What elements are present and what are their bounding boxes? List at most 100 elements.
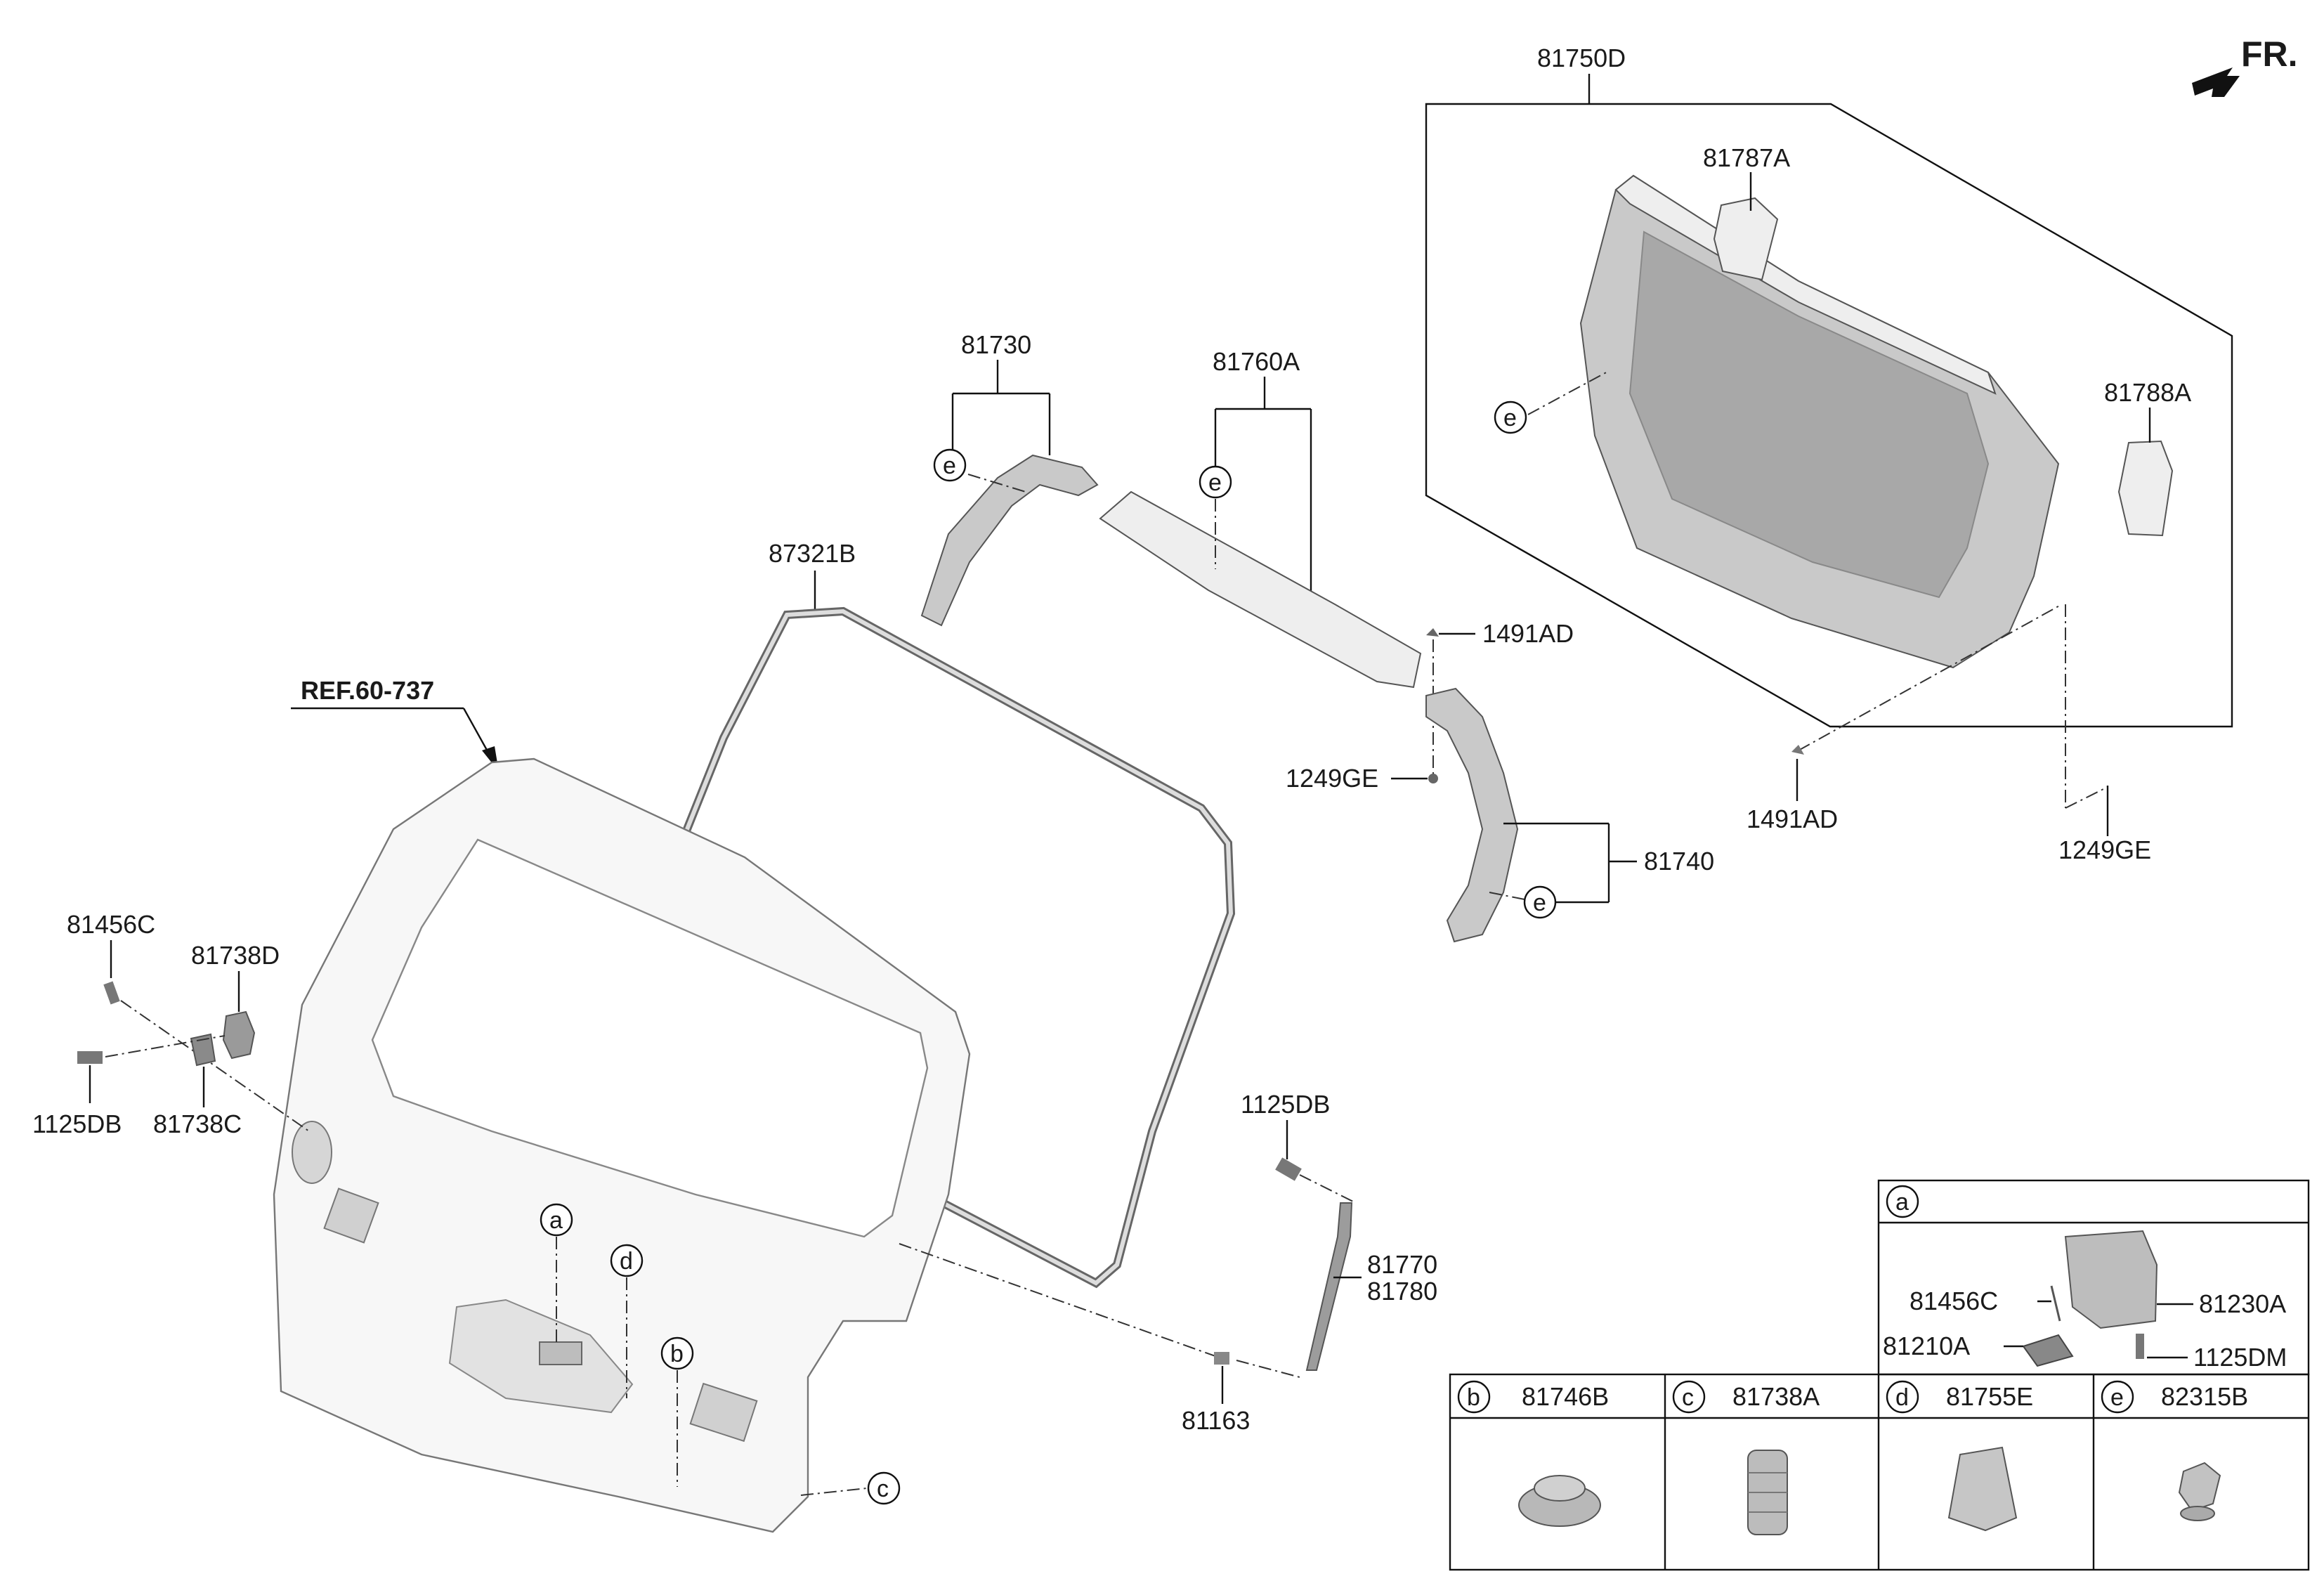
trim-panel-inner-recess	[1628, 230, 1990, 599]
detail-c-callout	[1672, 1380, 1706, 1414]
clip-82315B	[2178, 1462, 2221, 1512]
fasteners-center: 1491AD 1249GE	[1286, 619, 1574, 793]
label-81760A: 81760A	[1213, 347, 1300, 376]
latch-housing	[539, 1341, 582, 1365]
pillar-trim-81740	[1425, 687, 1519, 943]
trim-81730-group: 81730 e	[920, 330, 1099, 627]
detail-a-part-3: 81210A	[1883, 1332, 1970, 1360]
label-1249GE-right: 1249GE	[2058, 835, 2151, 864]
label-81750D: 81750D	[1537, 44, 1626, 72]
leader-81456C-dash	[120, 1000, 310, 1132]
pillar-trim-81730	[920, 454, 1099, 627]
callout-a	[540, 1203, 573, 1237]
label-81738C: 81738C	[153, 1109, 242, 1138]
bolt-1125DM	[2136, 1334, 2144, 1359]
front-arrow-icon	[2192, 67, 2240, 97]
detail-a-part-4: 1125DM	[2193, 1343, 2287, 1372]
detail-a-part-2: 81230A	[2199, 1289, 2286, 1318]
detail-b-letter: b	[1467, 1384, 1480, 1411]
label-81788A: 81788A	[2104, 378, 2191, 407]
gas-strut	[1305, 1202, 1353, 1371]
fasteners-right: 1491AD 1249GE	[1747, 604, 2151, 864]
leader-strut-top	[1299, 1174, 1357, 1204]
callout-e4	[1523, 885, 1557, 919]
leader-1249GE-right-b	[2065, 786, 2108, 809]
label-1249GE-left: 1249GE	[1286, 764, 1378, 793]
detail-d-letter: d	[1895, 1384, 1909, 1411]
bolt-81456C	[103, 981, 120, 1005]
label-1491AD-top: 1491AD	[1482, 619, 1574, 648]
hinge-area-left	[292, 1121, 332, 1184]
callout-e2	[933, 448, 967, 482]
front-label: FR.	[2241, 34, 2298, 74]
cover-81787A	[1713, 197, 1779, 281]
callout-d-text: d	[620, 1248, 633, 1275]
callout-b-text: b	[670, 1341, 684, 1367]
detail-e-letter: e	[2110, 1384, 2124, 1411]
leader-1491AD-bottom	[1798, 604, 2063, 751]
leader-c	[800, 1488, 868, 1496]
callout-e2-text: e	[943, 453, 956, 479]
callout-b	[660, 1336, 694, 1370]
front-direction-indicator: FR.	[2192, 34, 2298, 97]
ball-stud-81163	[1214, 1352, 1229, 1365]
label-81456C-left: 81456C	[67, 910, 155, 939]
callout-a-text: a	[549, 1207, 563, 1234]
detail-c-letter: c	[1682, 1384, 1694, 1411]
detail-d-part: 81755E	[1946, 1382, 2033, 1411]
bolt-81456C-detail	[2050, 1285, 2061, 1322]
bumper-81738D	[222, 1010, 256, 1060]
trim-panel-top-edge	[1614, 174, 1997, 395]
callout-c-text: c	[877, 1476, 889, 1502]
detail-e-part: 82315B	[2161, 1382, 2248, 1411]
callout-e4-text: e	[1533, 890, 1546, 916]
label-1125DB-left: 1125DB	[32, 1109, 122, 1138]
assembly-boundary	[1425, 103, 2233, 728]
detail-c-part: 81738A	[1732, 1382, 1820, 1411]
trim-81760A-group: 81760A e	[1099, 347, 1422, 689]
callout-c	[867, 1471, 901, 1505]
trim-81740-group: 81740 e	[1425, 687, 1714, 943]
clip-1491AD-bottom	[1791, 745, 1804, 755]
leader-e1	[1527, 370, 1610, 415]
detail-d-callout	[1886, 1380, 1919, 1414]
tailgate-window-opening	[371, 838, 929, 1238]
leader-81163-dash	[899, 1243, 1216, 1357]
bolt-1125DB-mid	[1275, 1157, 1302, 1181]
label-81738D: 81738D	[191, 941, 280, 970]
panel-cutout-right	[689, 1382, 758, 1443]
label-1491AD-bottom: 1491AD	[1747, 805, 1838, 833]
detail-a-letter: a	[1895, 1189, 1909, 1216]
leader-81163-dash-b	[1236, 1360, 1300, 1378]
bumper-stop-group: 81456C 81738D 81738C 1125DB	[32, 910, 310, 1138]
callout-e3	[1199, 465, 1232, 499]
tailgate-body-group: REF.60-737 a d b c	[273, 676, 971, 1533]
clip-1491AD-top	[1426, 628, 1439, 637]
callout-e1-text: e	[1503, 405, 1517, 431]
garnish-81760A	[1099, 490, 1422, 689]
bumper-81738C	[190, 1033, 216, 1067]
leader-e4	[1489, 892, 1525, 900]
label-81770: 81770	[1367, 1250, 1437, 1279]
label-81740: 81740	[1644, 847, 1714, 876]
label-81787A: 81787A	[1703, 143, 1790, 172]
label-1125DB-mid: 1125DB	[1241, 1090, 1330, 1119]
bolt-1125DB-left	[77, 1051, 103, 1064]
trim-panel-assembly: 81750D 81787A 81788A e	[1425, 44, 2233, 728]
label-87321B: 87321B	[769, 539, 856, 568]
detail-a-callout	[1886, 1185, 1919, 1218]
bracket-81210A	[2022, 1334, 2074, 1367]
latch-81230A	[2064, 1230, 2158, 1329]
callout-d	[610, 1244, 644, 1277]
detail-b-part: 81746B	[1522, 1382, 1609, 1411]
leader-e2	[967, 474, 1026, 493]
grommet-81746B-top	[1534, 1475, 1586, 1502]
gas-strut-group: 1125DB 81770 81780 81163	[899, 1090, 1437, 1435]
bumper-81755E	[1947, 1446, 2018, 1532]
callout-e1	[1494, 401, 1527, 434]
panel-cutout-left	[323, 1187, 379, 1244]
detail-b-callout	[1457, 1380, 1491, 1414]
detail-a-part-1: 81456C	[1910, 1287, 1998, 1315]
detail-table: a 81456C 81230A 81210A 1125DM b 81746B c…	[1449, 1179, 2310, 1571]
